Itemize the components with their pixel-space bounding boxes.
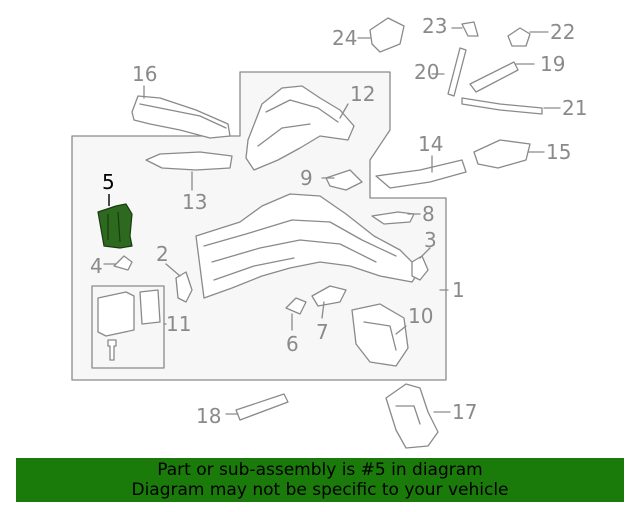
part-18: [235, 393, 289, 421]
part-4: [113, 255, 133, 271]
callout-15[interactable]: 15: [546, 140, 572, 164]
part-16-cowl: [131, 95, 231, 139]
part-21: [461, 97, 543, 115]
part-14: [375, 159, 467, 189]
banner-line-1: Part or sub-assembly is #5 in diagram: [157, 460, 483, 480]
callout-5[interactable]: 5: [102, 170, 115, 194]
callout-1[interactable]: 1: [452, 278, 465, 302]
part-20: [447, 47, 467, 97]
part-24: [369, 17, 405, 53]
callout-8[interactable]: 8: [422, 202, 435, 226]
part-11-bolt: [107, 339, 117, 361]
callout-6[interactable]: 6: [286, 332, 299, 356]
callout-18[interactable]: 18: [196, 404, 222, 428]
callout-2[interactable]: 2: [156, 242, 169, 266]
callout-23[interactable]: 23: [422, 14, 448, 38]
part-12-rail: [245, 85, 355, 171]
callout-16[interactable]: 16: [132, 62, 158, 86]
part-15: [473, 139, 531, 169]
callout-10[interactable]: 10: [408, 304, 434, 328]
callout-12[interactable]: 12: [350, 82, 376, 106]
part-23: [461, 21, 479, 37]
callout-3[interactable]: 3: [424, 228, 437, 252]
callout-19[interactable]: 19: [540, 52, 566, 76]
callout-14[interactable]: 14: [418, 132, 444, 156]
part-9: [325, 169, 363, 191]
info-banner: Part or sub-assembly is #5 in diagram Di…: [16, 458, 624, 502]
parts-diagram: [71, 17, 561, 449]
part-5-bracket: [97, 203, 133, 249]
part-5-highlighted: [97, 203, 133, 249]
callout-17[interactable]: 17: [452, 400, 478, 424]
part-7: [311, 285, 347, 307]
part-8: [371, 211, 415, 225]
part-10: [351, 303, 409, 367]
banner-line-2: Diagram may not be specific to your vehi…: [131, 480, 509, 500]
part-17: [385, 383, 439, 449]
callout-13[interactable]: 13: [182, 190, 208, 214]
part-11-block: [97, 291, 135, 337]
part-6: [285, 297, 307, 315]
part-22: [507, 27, 531, 47]
callout-4[interactable]: 4: [90, 254, 103, 278]
callout-11[interactable]: 11: [166, 312, 192, 336]
part-2: [175, 271, 193, 303]
callout-20[interactable]: 20: [414, 60, 440, 84]
callout-24[interactable]: 24: [332, 26, 358, 50]
callout-22[interactable]: 22: [550, 20, 576, 44]
callout-9[interactable]: 9: [300, 166, 313, 190]
part-13-apron: [145, 151, 233, 171]
callout-21[interactable]: 21: [562, 96, 588, 120]
part-19: [469, 61, 519, 93]
callout-7[interactable]: 7: [316, 320, 329, 344]
